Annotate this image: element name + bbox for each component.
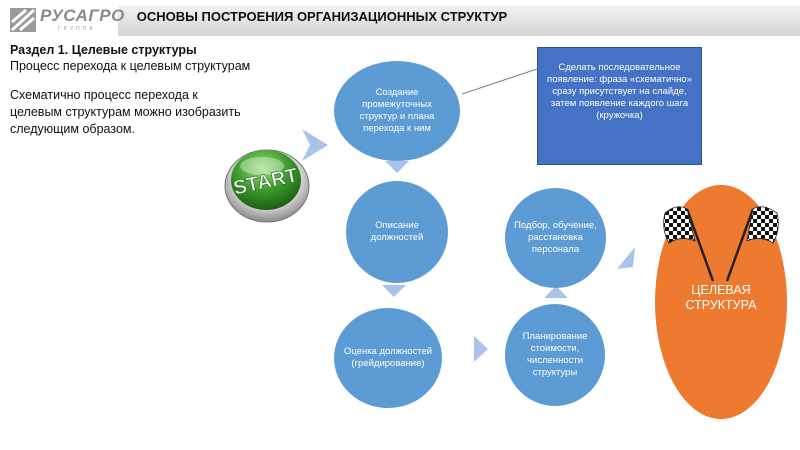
target-label: ЦЕЛЕВАЯ СТРУКТУРА [685,283,757,312]
section-title: Раздел 1. Целевые структуры [10,43,197,57]
step-label-3: Оценка должностей (грейдирование) [343,346,433,369]
arrow-to-target-icon [617,247,635,269]
step-circle-3: Оценка должностей (грейдирование) [334,308,442,408]
note-connector-line [462,67,541,95]
step-circle-1: Создание промежуточных структур и плана … [334,61,460,161]
header-band [118,6,800,36]
arrow-start-to-step1-icon [302,129,328,161]
arrow-down-1-icon [385,161,409,173]
subtitle: Процесс перехода к целевым структурам [10,59,251,73]
page-title: ОСНОВЫ ПОСТРОЕНИЯ ОРГАНИЗАЦИОННЫХ СТРУКТ… [136,9,508,24]
step-label-2: Описание должностей [370,220,424,243]
step-circle-5: Подбор, обучение, расстановка персонала [505,188,606,288]
arrow-up-1-icon [544,286,568,298]
step-label-5: Подбор, обучение, расстановка персонала [514,220,597,255]
note-text: Сделать последовательное появление: фраз… [547,62,692,121]
step-label-4: Планирование стоимости, численности стру… [522,331,588,378]
step-circle-2: Описание должностей [346,181,448,283]
description-text: Схематично процесс перехода к целевым ст… [10,88,241,136]
rusagro-logo-icon [10,8,36,32]
checkered-flags-icon [663,206,779,282]
step-circle-4: Планирование стоимости, численности стру… [505,304,605,406]
note-box: Сделать последовательное появление: фраз… [537,47,702,165]
logo-subtext: ГРУППА [58,26,96,32]
step-label-1: Создание промежуточных структур и плана … [359,87,435,134]
arrow-right-1-icon [474,336,488,362]
logo-text: РУСАГРО [40,6,125,25]
arrow-down-2-icon [382,285,406,297]
start-button[interactable]: START [222,136,312,226]
